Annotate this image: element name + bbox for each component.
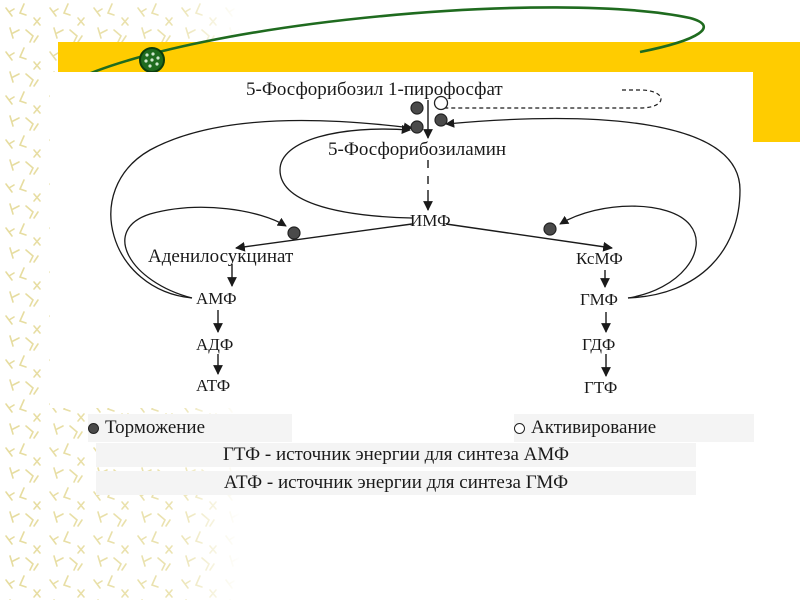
activation-dot-icon <box>514 422 525 434</box>
feedback-amp-inner <box>124 206 287 299</box>
node-phosphoribosylamine: 5-Фосфорибозиламин <box>328 139 506 160</box>
node-imp: ИМФ <box>410 211 451 230</box>
node-prpp: 5-Фосфорибозил 1-пирофосфат <box>246 79 503 100</box>
legend-inhibition-label: Торможение <box>105 417 206 438</box>
node-adp: АДФ <box>196 335 233 354</box>
legend-activation-label: Активирование <box>531 417 657 438</box>
arrow-imp-to-adenylosuccinate <box>235 223 413 252</box>
node-gtp: ГТФ <box>584 378 617 397</box>
node-amp: АМФ <box>196 289 237 308</box>
inhibition-dot-1 <box>410 101 424 115</box>
inhibition-dot-amp-branch <box>287 226 301 240</box>
legend-inhibition: Торможение <box>88 414 292 442</box>
node-adenylosuccinate: Аденилосукцинат <box>148 246 294 267</box>
node-gmp: ГМФ <box>580 290 618 309</box>
feedback-gmp-outer <box>445 117 741 299</box>
inhibition-dot-2 <box>410 120 424 134</box>
node-atp: АТФ <box>196 376 230 395</box>
arrow-imp-to-xmp <box>445 223 613 252</box>
diagram-panel <box>50 72 753 408</box>
node-gdp: ГДФ <box>582 335 615 354</box>
inhibition-dot-icon <box>88 422 99 434</box>
feedback-amp-outer <box>110 119 413 299</box>
inhibition-dot-gmp-branch <box>543 222 557 236</box>
legend-activation: Активирование <box>514 414 754 442</box>
feedback-gmp-inner <box>559 205 697 299</box>
inhibition-dot-3 <box>434 113 448 127</box>
activation-dot <box>433 95 449 111</box>
note-line-1: ГТФ - источник энергии для синтеза АМФ <box>96 443 696 467</box>
feedback-imp <box>279 124 413 219</box>
node-xmp: КсМФ <box>576 249 623 268</box>
note-line-2: АТФ - источник энергии для синтеза ГМФ <box>96 471 696 495</box>
activation-feedback-line <box>440 89 662 109</box>
